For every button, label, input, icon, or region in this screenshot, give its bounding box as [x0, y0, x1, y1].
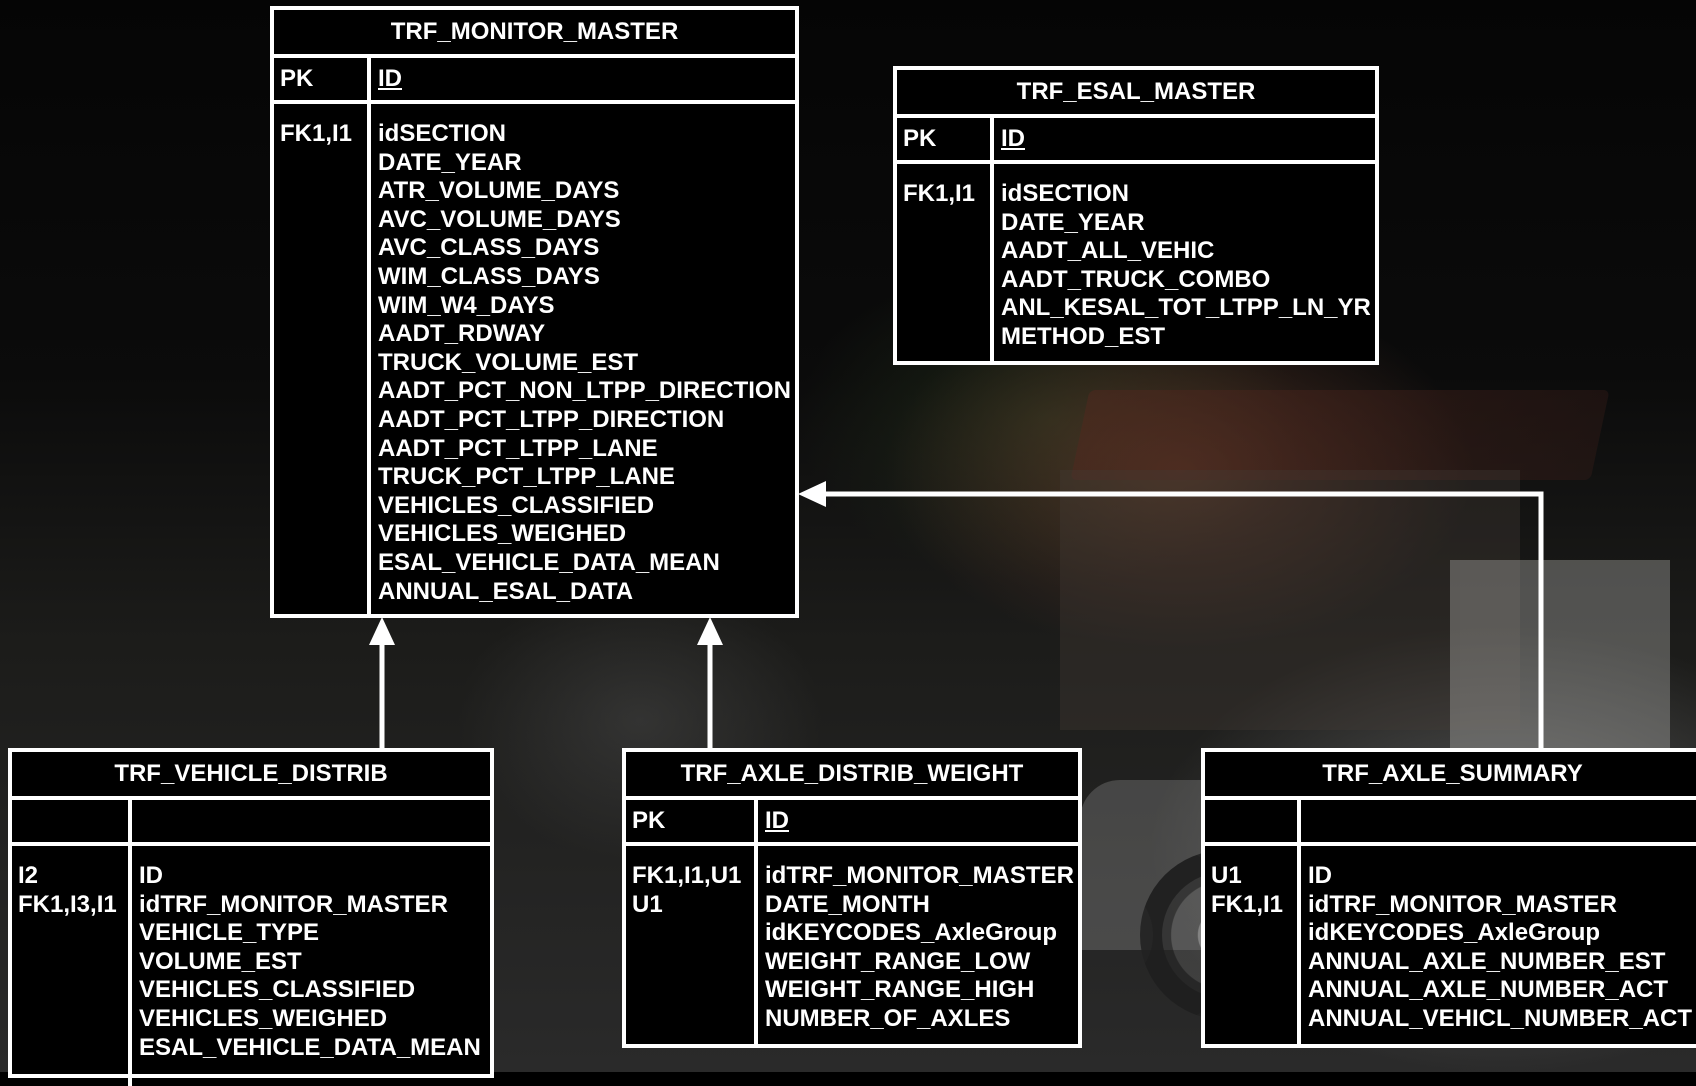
key-label: I2	[18, 862, 39, 889]
field-name: AADT_PCT_NON_LTPP_DIRECTION	[378, 377, 791, 405]
field-name: ESAL_VEHICLE_DATA_MEAN	[139, 1033, 481, 1061]
field-name: ID	[139, 862, 163, 889]
field-name: ANNUAL_AXLE_NUMBER_ACT	[1308, 976, 1669, 1004]
pk-row	[1205, 800, 1696, 846]
field-name: AVC_VOLUME_DAYS	[378, 205, 621, 233]
field-name: ANNUAL_VEHICL_NUMBER_ACT	[1308, 1004, 1693, 1032]
field-name: VEHICLE_TYPE	[139, 919, 320, 947]
field-name: NUMBER_OF_AXLES	[765, 1004, 1011, 1032]
field-name: ESAL_VEHICLE_DATA_MEAN	[378, 548, 720, 576]
field-name: WEIGHT_RANGE_HIGH	[765, 976, 1035, 1004]
key-column: I2 FK1,I3,I1	[12, 846, 132, 1086]
table-trf-esal-master[interactable]: TRF_ESAL_MASTER PK ID FK1,I1 idSECTION D…	[893, 66, 1379, 365]
field-column: ID idTRF_MONITOR_MASTER VEHICLE_TYPE VOL…	[132, 846, 481, 1086]
background-house	[1060, 470, 1520, 730]
field-name: ID	[1308, 862, 1332, 889]
table-trf-monitor-master[interactable]: TRF_MONITOR_MASTER PK ID FK1,I1 idSECTIO…	[270, 6, 799, 618]
fields-section: FK1,I1 idSECTION DATE_YEAR ATR_VOLUME_DA…	[274, 104, 795, 618]
table-title: TRF_VEHICLE_DISTRIB	[12, 752, 490, 800]
field-name: AVC_CLASS_DAYS	[378, 234, 600, 262]
fields-section: I2 FK1,I3,I1 ID idTRF_MONITOR_MASTER VEH…	[12, 846, 490, 1086]
field-name: VOLUME_EST	[139, 947, 302, 975]
field-name: ANL_KESAL_TOT_LTPP_LN_YR	[1001, 294, 1371, 322]
key-column: FK1,I1,U1 U1	[626, 846, 758, 1044]
key-label: FK1,I1	[280, 120, 353, 147]
pk-row: PK ID	[274, 58, 795, 104]
arrowhead-axle-distrib-weight	[697, 617, 723, 645]
pk-field: ID	[765, 807, 789, 834]
key-label: U1	[1211, 862, 1242, 889]
arrowhead-vehicle-distrib	[369, 617, 395, 645]
field-name: AADT_RDWAY	[378, 320, 546, 348]
table-title: TRF_AXLE_SUMMARY	[1205, 752, 1696, 800]
connector-axle-summary	[825, 491, 1544, 750]
field-name: idTRF_MONITOR_MASTER	[1308, 890, 1617, 918]
field-name: VEHICLES_CLASSIFIED	[378, 491, 655, 519]
field-name: DATE_YEAR	[378, 148, 522, 176]
pk-row: PK ID	[626, 800, 1078, 846]
field-name: ATR_VOLUME_DAYS	[378, 177, 620, 205]
field-name: idSECTION	[378, 120, 507, 147]
pk-row	[12, 800, 490, 846]
table-trf-axle-distrib-weight[interactable]: TRF_AXLE_DISTRIB_WEIGHT PK ID FK1,I1,U1 …	[622, 748, 1082, 1048]
field-name: ANNUAL_ESAL_DATA	[378, 577, 634, 605]
field-column: ID idTRF_MONITOR_MASTER idKEYCODES_AxleG…	[1301, 846, 1692, 1044]
field-column: idSECTION DATE_YEAR AADT_ALL_VEHIC AADT_…	[994, 164, 1371, 361]
field-name: WIM_W4_DAYS	[378, 291, 555, 319]
field-name: DATE_YEAR	[1001, 208, 1145, 236]
field-column: idTRF_MONITOR_MASTER DATE_MONTH idKEYCOD…	[758, 846, 1074, 1044]
field-name: METHOD_EST	[1001, 322, 1166, 350]
fields-section: U1 FK1,I1 ID idTRF_MONITOR_MASTER idKEYC…	[1205, 846, 1696, 1044]
pk-label: PK	[626, 800, 758, 842]
key-label: FK1,I1	[903, 180, 976, 207]
key-label: FK1,I3,I1	[18, 890, 117, 918]
fields-section: FK1,I1 idSECTION DATE_YEAR AADT_ALL_VEHI…	[897, 164, 1375, 361]
pk-label: PK	[897, 118, 994, 160]
fields-section: FK1,I1,U1 U1 idTRF_MONITOR_MASTER DATE_M…	[626, 846, 1078, 1044]
key-label: FK1,I1	[1211, 890, 1284, 918]
field-name: AADT_TRUCK_COMBO	[1001, 265, 1271, 293]
field-name: ANNUAL_AXLE_NUMBER_EST	[1308, 947, 1666, 975]
key-column: FK1,I1	[274, 104, 371, 618]
field-name: TRUCK_VOLUME_EST	[378, 348, 639, 376]
pk-field	[132, 800, 139, 842]
field-name: AADT_PCT_LTPP_LANE	[378, 434, 658, 462]
arrowhead-axle-summary	[798, 481, 826, 507]
pk-field: ID	[1001, 125, 1025, 152]
field-name: WIM_CLASS_DAYS	[378, 262, 600, 290]
field-name: VEHICLES_WEIGHED	[139, 1004, 388, 1032]
key-column: U1 FK1,I1	[1205, 846, 1301, 1044]
field-name: DATE_MONTH	[765, 890, 930, 918]
key-label: U1	[632, 890, 663, 918]
pk-field	[1301, 800, 1308, 842]
field-name: VEHICLES_CLASSIFIED	[139, 976, 416, 1004]
table-title: TRF_AXLE_DISTRIB_WEIGHT	[626, 752, 1078, 800]
pk-label	[1205, 800, 1301, 842]
pk-row: PK ID	[897, 118, 1375, 164]
field-name: VEHICLES_WEIGHED	[378, 520, 627, 548]
field-name: AADT_ALL_VEHIC	[1001, 237, 1215, 265]
field-name: idSECTION	[1001, 180, 1130, 207]
table-title: TRF_ESAL_MASTER	[897, 70, 1375, 118]
pk-label: PK	[274, 58, 371, 100]
pk-label	[12, 800, 132, 842]
field-column: idSECTION DATE_YEAR ATR_VOLUME_DAYS AVC_…	[371, 104, 791, 618]
field-name: idKEYCODES_AxleGroup	[1308, 919, 1601, 947]
table-trf-vehicle-distrib[interactable]: TRF_VEHICLE_DISTRIB I2 FK1,I3,I1 ID idTR…	[8, 748, 494, 1086]
field-name: idKEYCODES_AxleGroup	[765, 919, 1058, 947]
pk-field: ID	[378, 65, 402, 92]
key-column: FK1,I1	[897, 164, 994, 361]
field-name: TRUCK_PCT_LTPP_LANE	[378, 463, 675, 491]
background-equipment	[1450, 560, 1670, 780]
field-name: idTRF_MONITOR_MASTER	[765, 862, 1074, 889]
table-trf-axle-summary[interactable]: TRF_AXLE_SUMMARY U1 FK1,I1 ID idTRF_MONI…	[1201, 748, 1696, 1048]
field-name: idTRF_MONITOR_MASTER	[139, 890, 448, 918]
table-title: TRF_MONITOR_MASTER	[274, 10, 795, 58]
field-name: WEIGHT_RANGE_LOW	[765, 947, 1031, 975]
key-label: FK1,I1,U1	[632, 862, 742, 889]
field-name: AADT_PCT_LTPP_DIRECTION	[378, 405, 725, 433]
